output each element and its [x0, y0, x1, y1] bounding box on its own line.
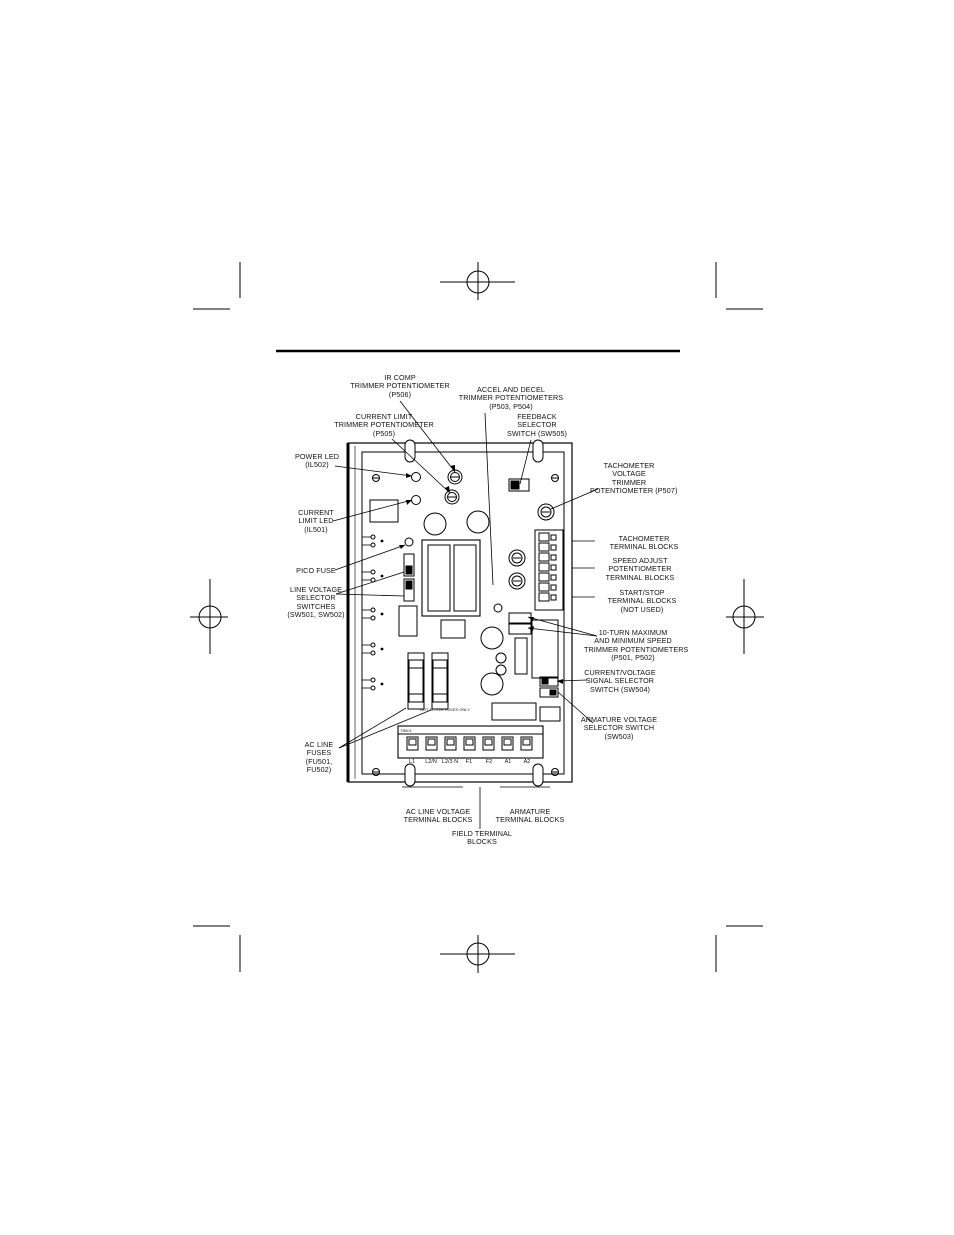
drive-board [346, 439, 573, 787]
callout-speed-adjust: SPEED ADJUST POTENTIOMETER TERMINAL BLOC… [605, 556, 675, 582]
callout-ir-comp: IR COMP TRIMMER POTENTIOMETER (P506) [350, 373, 450, 399]
callout-field-blocks: FIELD TERMINAL BLOCKS [452, 829, 512, 847]
terminal-a2: A2 [524, 759, 531, 765]
callout-power-led: POWER LED (IL502) [294, 452, 340, 470]
terminal-a1: A1 [505, 759, 512, 765]
tb-label: TB501 [400, 728, 413, 733]
crop-marks [190, 262, 764, 973]
callout-current-limit-pot: CURRENT LIMIT TRIMMER POTENTIOMETER (P50… [334, 412, 434, 438]
callout-current-limit-led: CURRENT LIMIT LED (IL501) [298, 508, 334, 534]
callout-accel-decel: ACCEL AND DECEL TRIMMER POTENTIOMETERS (… [458, 385, 564, 411]
callout-line-voltage-switches: LINE VOLTAGE SELECTOR SWITCHES (SW501, S… [287, 585, 345, 620]
callout-tach-blocks: TACHOMETER TERMINAL BLOCKS [609, 534, 679, 552]
callout-signal-selector: CURRENT/VOLTAGE SIGNAL SELECTOR SWITCH (… [584, 668, 656, 694]
callout-ac-line-voltage-blocks: AC LINE VOLTAGE TERMINAL BLOCKS [403, 807, 473, 825]
leader-lines [332, 400, 599, 829]
terminal-l2n: L2/N [425, 759, 437, 765]
arrowheads [399, 465, 563, 684]
callout-feedback-switch: FEEDBACK SELECTOR SWITCH (SW505) [506, 412, 568, 438]
callout-tach-pot: TACHOMETER VOLTAGE TRIMMER POTENTIOMETER… [590, 461, 678, 496]
callout-start-stop: START/STOP TERMINAL BLOCKS (NOT USED) [607, 588, 677, 614]
terminal-l1: L1 [409, 759, 415, 765]
terminal-labels: L1 L2/N L2/3 N F1 F2 A1 A2 [409, 759, 530, 765]
callout-ac-line-fuses: AC LINE FUSES (FU501, FU502) [304, 740, 334, 775]
callout-armature-blocks: ARMATURE TERMINAL BLOCKS [495, 807, 565, 825]
terminal-l23n: L2/3 N [442, 759, 458, 765]
terminal-f2: F2 [486, 759, 492, 765]
terminal-f1: F1 [466, 759, 472, 765]
callout-armature-voltage: ARMATURE VOLTAGE SELECTOR SWITCH (SW503) [580, 715, 658, 741]
callout-pico-fuse: PICO FUSE [296, 566, 336, 575]
callout-ten-turn: 10-TURN MAXIMUM AND MINIMUM SPEED TRIMME… [584, 628, 689, 663]
fuse-note: NOT ACTIVE FUSES ONLY [420, 707, 470, 712]
